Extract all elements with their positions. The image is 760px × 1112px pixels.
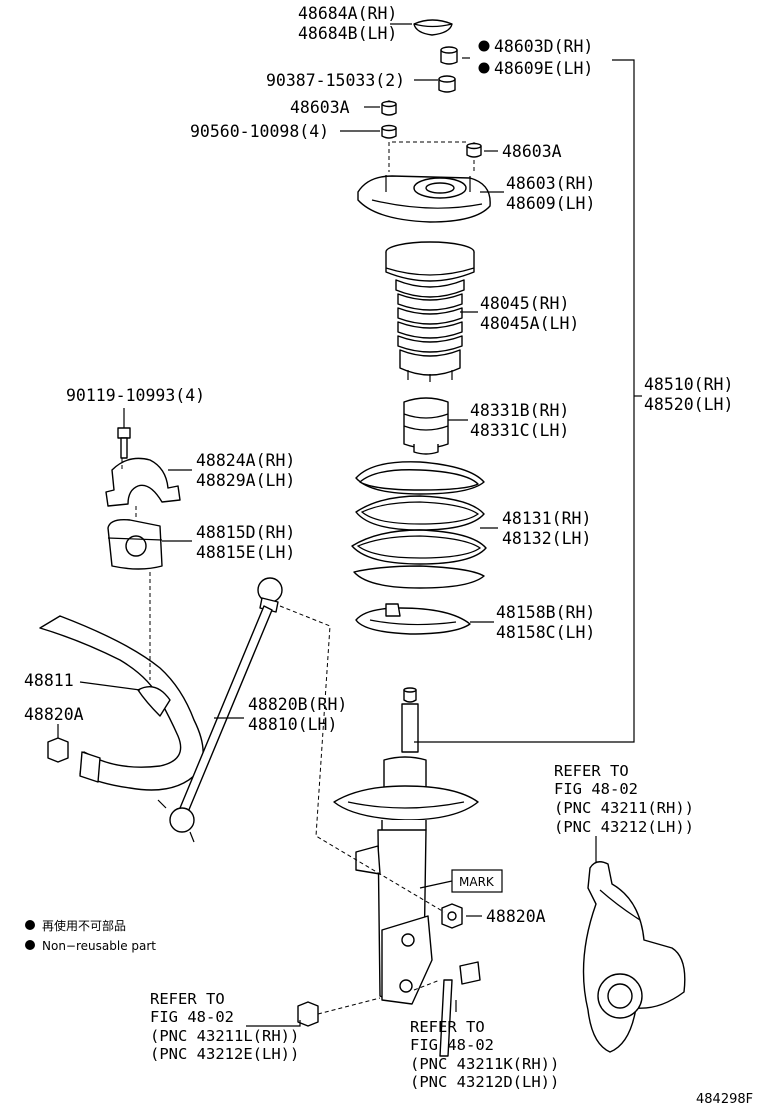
label-48820a-left: 48820A <box>24 705 84 724</box>
non-reusable-marker-48603d <box>478 40 490 52</box>
label-48603: 48603(RH) <box>506 174 595 193</box>
refer-nut-line3: (PNC 43211L(RH)) <box>150 1027 299 1045</box>
label-90119: 90119-10993(4) <box>66 386 205 405</box>
refer-bolt-line4: (PNC 43212D(LH)) <box>410 1073 559 1091</box>
label-48603a-right: 48603A <box>502 142 562 161</box>
label-48520: 48520(LH) <box>644 395 733 414</box>
refer-knuckle-line2: FIG 48-02 <box>554 780 638 798</box>
non-reusable-marker-48609e <box>478 62 490 74</box>
label-48603d: 48603D(RH) <box>494 37 593 56</box>
label-48609e: 48609E(LH) <box>494 59 593 78</box>
label-90560: 90560-10098(4) <box>190 122 329 141</box>
spring-bumper-boot-part <box>385 241 475 382</box>
leader-lines <box>57 23 642 1027</box>
stabilizer-bar-part <box>39 615 204 791</box>
bolt-part <box>439 961 481 1057</box>
label-90387: 90387-15033(2) <box>266 71 405 90</box>
label-48609: 48609(LH) <box>506 194 595 213</box>
label-48815e: 48815E(LH) <box>196 543 295 562</box>
label-48131: 48131(RH) <box>502 509 591 528</box>
nut-part-top <box>381 100 397 116</box>
stabilizer-bushing-part <box>107 518 163 570</box>
bound-stopper-part <box>403 397 449 455</box>
refer-bolt-line3: (PNC 43211K(RH)) <box>410 1055 559 1073</box>
refer-knuckle-line1: REFER TO <box>554 762 629 780</box>
coil-spring-part <box>351 461 487 589</box>
label-48815d: 48815D(RH) <box>196 523 295 542</box>
link-nut-left-part <box>47 737 69 763</box>
label-48158c: 48158C(LH) <box>496 623 595 642</box>
label-48510: 48510(RH) <box>644 375 733 394</box>
washer-part <box>381 124 397 139</box>
label-48045: 48045(RH) <box>480 294 569 313</box>
shock-absorber-part <box>333 687 479 1005</box>
refer-nut-line4: (PNC 43212E(LH)) <box>150 1045 299 1063</box>
refer-bolt-line2: FIG 48-02 <box>410 1036 494 1054</box>
collar-part <box>438 75 456 93</box>
spring-insulator-part <box>355 603 471 635</box>
label-48820a-right: 48820A <box>486 907 546 926</box>
legend: 再使用不可部品 Non−reusable part <box>25 918 156 953</box>
bracket-bolt-part <box>117 427 131 459</box>
refer-bolt-line1: REFER TO <box>410 1018 485 1036</box>
legend-line-english: Non−reusable part <box>42 939 156 953</box>
nut-part-right <box>466 142 482 158</box>
legend-line-japanese: 再使用不可部品 <box>42 918 126 933</box>
label-48132: 48132(LH) <box>502 529 591 548</box>
figure-id: 484298F <box>696 1092 753 1107</box>
label-48684a: 48684A(RH) <box>298 4 397 23</box>
label-48811: 48811 <box>24 671 74 690</box>
label-48684b: 48684B(LH) <box>298 24 397 43</box>
nut-part-lower <box>297 1001 319 1027</box>
link-nut-right-part <box>441 903 463 929</box>
refer-nut-line2: FIG 48-02 <box>150 1008 234 1026</box>
refer-knuckle-line3: (PNC 43211(RH)) <box>554 799 694 817</box>
label-48603a-top: 48603A <box>290 98 350 117</box>
label-48331b: 48331B(RH) <box>470 401 569 420</box>
label-48824a: 48824A(RH) <box>196 451 295 470</box>
label-48158b: 48158B(RH) <box>496 603 595 622</box>
label-48331c: 48331C(LH) <box>470 421 569 440</box>
label-48829a: 48829A(LH) <box>196 471 295 490</box>
label-48045a: 48045A(LH) <box>480 314 579 333</box>
legend-marker-icon <box>25 920 35 930</box>
lock-nut-part <box>440 46 458 65</box>
upper-support-part <box>357 175 491 223</box>
stabilizer-link-part <box>157 577 283 843</box>
label-48820b: 48820B(RH) <box>248 695 347 714</box>
mark-callout: MARK <box>419 869 503 893</box>
label-48810: 48810(LH) <box>248 715 337 734</box>
legend-marker-icon-2 <box>25 940 35 950</box>
mark-label: MARK <box>459 875 495 889</box>
refer-nut-line1: REFER TO <box>150 990 225 1008</box>
refer-knuckle-line4: (PNC 43212(LH)) <box>554 818 694 836</box>
dust-cap-part <box>413 19 453 36</box>
stabilizer-bracket-part <box>105 457 181 507</box>
steering-knuckle-part <box>582 861 686 1053</box>
